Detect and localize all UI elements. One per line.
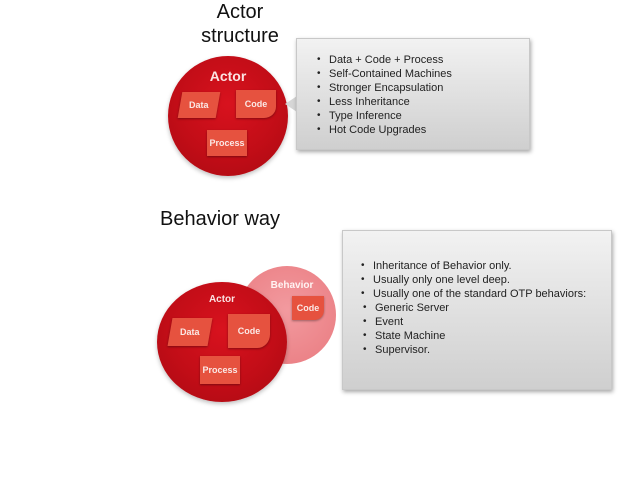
actor-bullet: Less Inheritance — [315, 95, 529, 109]
code-shape-label: Code — [244, 99, 268, 109]
actor-bullet: Data + Code + Process — [315, 53, 529, 67]
behavior-bullet-list: Inheritance of Behavior only. Usually on… — [359, 259, 611, 301]
actor-bullet: Self-Contained Machines — [315, 67, 529, 81]
process-shape: Process — [207, 130, 247, 156]
actor-bullet: Hot Code Upgrades — [315, 123, 529, 137]
actor-structure-heading-line2: structure — [201, 25, 279, 47]
behavior-sub-bullet-list: Generic Server Event State Machine Super… — [361, 301, 611, 357]
behavior-sub-bullet: Supervisor. — [361, 343, 611, 357]
behavior-bullet: Usually only one level deep. — [359, 273, 611, 287]
code-shape: Code — [228, 314, 270, 348]
actor-bullet: Type Inference — [315, 109, 529, 123]
actor-callout-pointer — [285, 96, 297, 112]
behavior-callout: Inheritance of Behavior only. Usually on… — [342, 230, 612, 390]
data-shape: Data — [167, 318, 213, 346]
actor-callout: Data + Code + Process Self-Contained Mac… — [296, 38, 530, 150]
behavior-code-shape: Code — [292, 296, 324, 320]
code-shape: Code — [236, 90, 276, 118]
code-shape-label: Code — [237, 326, 261, 336]
data-shape-label: Data — [189, 100, 209, 110]
actor-structure-heading: Actor structure — [190, 0, 290, 48]
data-shape-label: Data — [180, 327, 200, 337]
behavior-circle-label: Behavior — [270, 280, 314, 291]
actor-bullet: Stronger Encapsulation — [315, 81, 529, 95]
process-shape-label: Process — [202, 365, 238, 375]
behavior-code-shape-label: Code — [296, 303, 320, 313]
process-shape-label: Process — [209, 138, 245, 148]
actor-circle-label: Actor — [209, 68, 247, 84]
behavior-sub-bullet: Generic Server — [361, 301, 611, 315]
behavior-sub-bullet: State Machine — [361, 329, 611, 343]
process-shape: Process — [200, 356, 240, 384]
data-shape: Data — [177, 92, 221, 118]
actor-bullet-list: Data + Code + Process Self-Contained Mac… — [315, 53, 529, 137]
actor-structure-heading-line1: Actor — [216, 1, 264, 23]
behavior-bullet: Usually one of the standard OTP behavior… — [359, 287, 611, 301]
behavior-sub-bullet: Event — [361, 315, 611, 329]
behavior-way-heading: Behavior way — [160, 208, 281, 230]
actor-circle-label: Actor — [208, 294, 236, 305]
behavior-bullet: Inheritance of Behavior only. — [359, 259, 611, 273]
